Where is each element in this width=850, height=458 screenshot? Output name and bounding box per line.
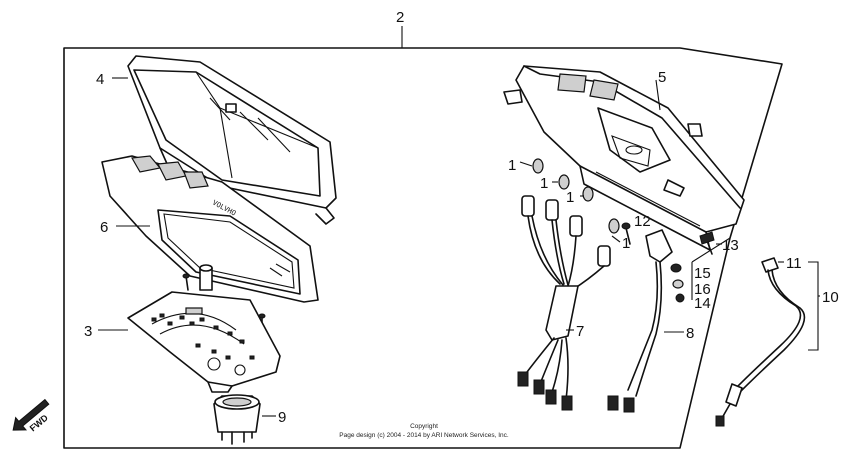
wire-harness-7 — [517, 195, 611, 411]
callout-14: 14 — [694, 295, 711, 312]
callout-7: 7 — [576, 323, 584, 340]
upper-housing — [127, 55, 337, 225]
meter-unit — [213, 394, 261, 445]
callout-6: 6 — [100, 219, 108, 236]
callout-12: 12 — [634, 213, 651, 230]
callout-3: 3 — [84, 323, 92, 340]
callout-8: 8 — [686, 325, 694, 342]
callout-5: 5 — [658, 69, 666, 86]
small-parts — [670, 237, 731, 303]
bezel-posts — [182, 264, 266, 327]
screw-13 — [699, 231, 715, 255]
callout-1d: 1 — [622, 235, 630, 252]
grommets — [532, 158, 620, 234]
screw-12 — [621, 222, 631, 245]
lower-case — [503, 65, 745, 251]
speedometer-cable — [715, 257, 806, 427]
leaders — [98, 77, 820, 417]
callout-10: 10 — [822, 289, 839, 306]
copyright-line-2: Page design (c) 2004 - 2014 by ARI Netwo… — [339, 432, 509, 439]
callout-11: 11 — [786, 255, 802, 272]
dial-plate — [127, 291, 281, 393]
callout-1b: 1 — [540, 175, 548, 192]
callout-15: 15 — [694, 265, 711, 282]
callout-2: 2 — [396, 9, 404, 26]
callout-9: 9 — [278, 409, 286, 426]
wire-harness-8 — [607, 229, 673, 413]
callout-1a: 1 — [508, 157, 516, 174]
forward-arrow: FWD — [12, 398, 50, 433]
callout-16: 16 — [694, 281, 711, 298]
copyright-line-1: Copyright — [410, 423, 438, 430]
bezel: VOLVHO — [101, 155, 319, 303]
callout-1c: 1 — [566, 189, 574, 206]
callout-4: 4 — [96, 71, 104, 88]
callout-13: 13 — [722, 237, 739, 254]
